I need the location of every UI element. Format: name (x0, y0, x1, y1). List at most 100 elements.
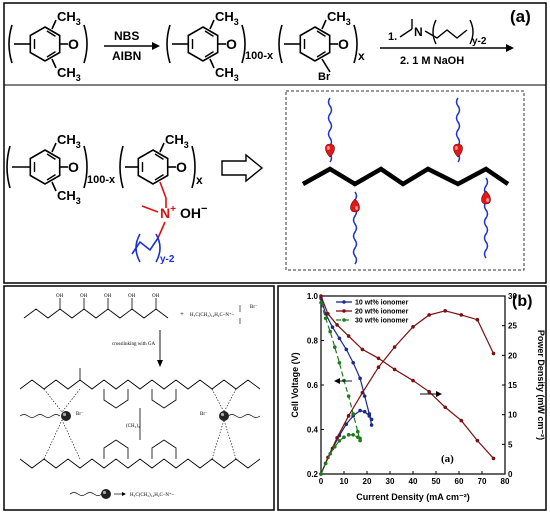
svg-text:CH3: CH3 (165, 132, 189, 150)
legend-label: 30 wt% ionomer (355, 318, 409, 325)
series-2-voltage-point (392, 367, 397, 372)
panel-b-left-frame (3, 285, 275, 511)
series-2-voltage-point (491, 456, 496, 461)
chart-series (319, 294, 496, 476)
svg-text:CH3: CH3 (57, 65, 81, 83)
x-tick-label: 60 (455, 477, 464, 486)
svg-text:Br⁻: Br⁻ (250, 305, 258, 310)
svg-text:O: O (226, 36, 237, 52)
x-axis-label: Current Density (mA cm⁻²) (356, 492, 469, 502)
y2-tick-label: 20 (508, 351, 517, 360)
series-3-voltage-point (323, 316, 328, 321)
svg-text:CH3: CH3 (57, 9, 81, 27)
x-tick-label: 50 (432, 477, 441, 486)
series-2-voltage-point (319, 294, 323, 298)
y-tick-label: 0.4 (307, 426, 319, 435)
series-2-voltage-point (443, 405, 448, 410)
legend-label: 20 wt% ionomer (355, 309, 409, 316)
svg-text:Br⁻: Br⁻ (76, 412, 84, 417)
svg-text:x: x (358, 49, 365, 63)
series-1-voltage-point (330, 325, 335, 329)
series-1-power-point (367, 414, 372, 418)
svg-text:O: O (176, 159, 187, 175)
series-1-voltage-point (337, 336, 342, 341)
svg-text:O: O (338, 36, 349, 52)
series-3-power-point (342, 435, 346, 440)
series-3-voltage-point (351, 412, 356, 416)
series-2-voltage-point (427, 389, 431, 394)
svg-text:OH−: OH− (180, 203, 207, 221)
reaction-arrow-1: NBS AIBN (104, 29, 160, 63)
svg-text:y-2: y-2 (160, 254, 175, 265)
chart-legend: 10 wt% ionomer 20 wt% ionomer 30 wt% ionom… (336, 300, 409, 325)
panel-a-frame (3, 2, 547, 284)
series-3-power-point (337, 438, 342, 443)
series-3-voltage-line (320, 302, 361, 441)
series-3-voltage-point (328, 329, 333, 334)
svg-text:1.: 1. (388, 31, 397, 43)
series-2-power-point (376, 365, 381, 370)
voltage-axis-arrowhead (334, 378, 340, 384)
y-tick-label: 1.0 (307, 292, 319, 301)
series-2-power-point (346, 414, 351, 418)
series-2-voltage-point (411, 378, 415, 383)
series-2-voltage-point (360, 347, 365, 352)
series-1-power-point (358, 408, 362, 413)
plot-frame (320, 295, 506, 475)
quaternized-ppo: CH3 CH3 O 100-x CH3 O x N+ OH− (6, 132, 207, 265)
svg-text:CH3: CH3 (57, 188, 81, 206)
series-1-voltage-point (362, 394, 367, 398)
series-2-power-point (475, 317, 480, 322)
x-tick-label: 70 (478, 477, 487, 486)
svg-text:H₃C(CH₂)₁₄H₂C–N⁺–: H₃C(CH₂)₁₄H₂C–N⁺– (130, 492, 175, 498)
series-2-voltage-point (459, 418, 464, 423)
series-3-voltage-point (333, 345, 337, 349)
series-1-voltage-point (369, 423, 374, 427)
x-tick-label: 0 (319, 477, 324, 486)
brominated-ppo: CH3 CH3 O 100-x CH3 Br O x (166, 9, 365, 83)
series-2-voltage-point (326, 312, 330, 316)
legend-label: 10 wt% ionomer (355, 300, 409, 307)
y-tick-label: 0.6 (307, 381, 319, 390)
series-2-power-line (320, 310, 495, 475)
legend-marker (342, 309, 346, 313)
series-2-power-point (459, 313, 464, 317)
y2-tick-label: 25 (508, 322, 517, 331)
svg-text:CH3: CH3 (215, 65, 239, 83)
y2-axis-label: Power Density (mW cm⁻²) (536, 330, 546, 440)
svg-text:N+: N+ (160, 204, 176, 221)
panel-a-label: (a) (510, 7, 531, 26)
svg-text:Br⁻: Br⁻ (200, 412, 208, 417)
series-2-voltage-point (376, 356, 381, 361)
series-1-power-point (344, 422, 349, 426)
svg-text:100-x: 100-x (87, 174, 116, 186)
svg-text:OH: OH (152, 294, 160, 299)
svg-text:N: N (414, 25, 423, 39)
svg-text:Br: Br (318, 71, 331, 83)
series-1-voltage-line (320, 298, 373, 426)
svg-text:2. 1 M NaOH: 2. 1 M NaOH (400, 55, 464, 67)
panel-b-right-frame (277, 285, 547, 511)
series-3-voltage-point (346, 394, 351, 398)
series-3-power-point (358, 436, 362, 441)
svg-text:CH3: CH3 (215, 9, 239, 27)
series-3-power-point (328, 452, 333, 456)
svg-text:+: + (180, 310, 184, 318)
panel-b-label: (b) (512, 293, 532, 310)
panel-a: (a) CH3 CH3 O NBS AIBN (3, 2, 547, 284)
hollow-arrow (221, 153, 264, 183)
svg-text:OH: OH (80, 294, 88, 299)
series-2-voltage-point (475, 438, 480, 443)
y-tick-label: 0.8 (307, 337, 319, 346)
series-3-power-point (351, 433, 356, 437)
svg-text:H₃C(CH₂)₁₄H₂C–N⁺–: H₃C(CH₂)₁₄H₂C–N⁺– (190, 312, 235, 318)
chart-annotation: (a) (441, 453, 454, 465)
panel-b-left: OH OH OH OH OH + H₃C(CH₂)₁₄H₂C–N⁺– Br⁻ c… (3, 285, 275, 511)
svg-text:CH3: CH3 (327, 9, 351, 27)
svg-text:y-2: y-2 (472, 36, 487, 47)
series-1-voltage-point (344, 347, 349, 352)
svg-text:x: x (196, 173, 203, 187)
svg-text:NBS: NBS (114, 29, 139, 43)
